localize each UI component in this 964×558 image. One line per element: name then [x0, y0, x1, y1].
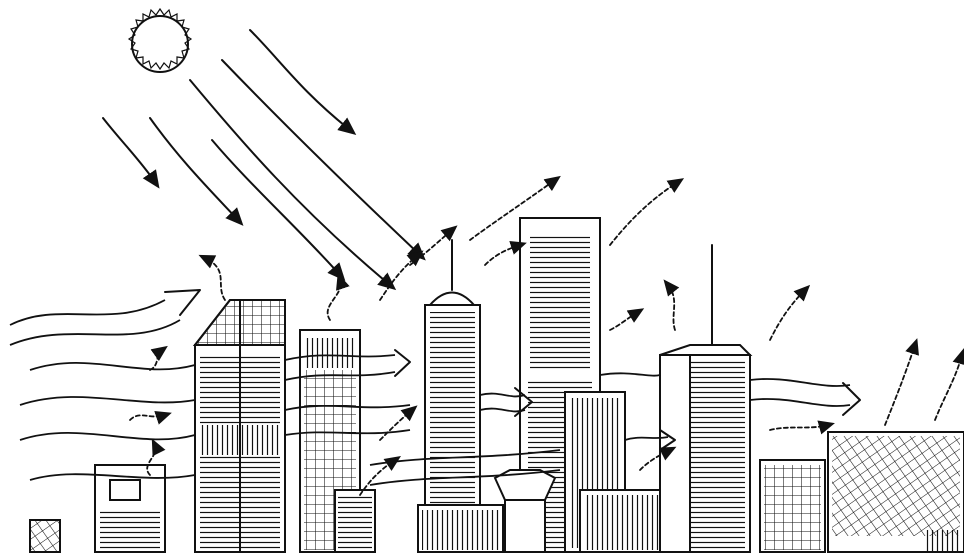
- sun-icon: [127, 7, 193, 73]
- low-building-left: [29, 464, 166, 553]
- wind-flow-arrows: [9, 289, 861, 486]
- city-buildings: [29, 217, 964, 553]
- low-front-structures: [417, 469, 681, 553]
- solar-radiation-rays: [102, 29, 426, 291]
- low-building-right: [759, 459, 826, 553]
- heat-emission-plumes: [129, 175, 964, 496]
- grid-roof-tower: [192, 299, 286, 553]
- office-building-2: [299, 329, 376, 553]
- diagonal-grid-building: [827, 431, 964, 553]
- antenna-tower: [659, 244, 753, 553]
